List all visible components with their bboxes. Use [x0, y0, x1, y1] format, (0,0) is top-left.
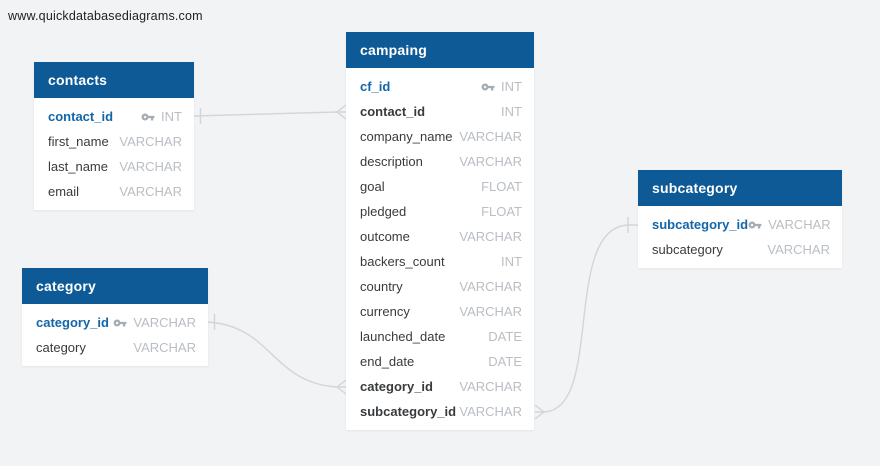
watermark: www.quickdatabasediagrams.com — [8, 9, 203, 23]
field-row-cf_id[interactable]: cf_id INT — [346, 74, 534, 99]
field-name: end_date — [360, 354, 415, 369]
table-title: campaing — [360, 42, 427, 58]
field-type: INT — [161, 109, 182, 124]
field-name: subcategory_id — [360, 404, 457, 419]
field-row-subcategory[interactable]: subcategory VARCHAR — [638, 237, 842, 262]
field-row-country[interactable]: country VARCHAR — [346, 274, 534, 299]
field-type: VARCHAR — [119, 159, 182, 174]
table-title: category — [36, 278, 96, 294]
field-type: VARCHAR — [459, 379, 522, 394]
field-type: DATE — [488, 354, 522, 369]
field-type: VARCHAR — [459, 304, 522, 319]
field-name: goal — [360, 179, 385, 194]
field-row-description[interactable]: description VARCHAR — [346, 149, 534, 174]
field-type: VARCHAR — [459, 154, 522, 169]
field-type: VARCHAR — [768, 217, 831, 232]
field-type: VARCHAR — [459, 229, 522, 244]
relationship-contacts-campaing[interactable] — [193, 104, 347, 124]
field-row-pledged[interactable]: pledged FLOAT — [346, 199, 534, 224]
field-row-contact_id[interactable]: contact_id INT — [346, 99, 534, 124]
field-type: VARCHAR — [459, 404, 522, 419]
key-icon — [113, 316, 127, 330]
key-icon — [748, 218, 762, 232]
field-row-category_id[interactable]: category_id VARCHAR — [346, 374, 534, 399]
field-type: VARCHAR — [119, 134, 182, 149]
field-name: company_name — [360, 129, 453, 144]
field-row-category_id[interactable]: category_id VARCHAR — [22, 310, 208, 335]
field-type: DATE — [488, 329, 522, 344]
table-title: subcategory — [652, 180, 738, 196]
field-row-goal[interactable]: goal FLOAT — [346, 174, 534, 199]
field-type: INT — [501, 104, 522, 119]
field-row-email[interactable]: email VARCHAR — [34, 179, 194, 204]
field-name: contact_id — [48, 109, 114, 124]
field-row-launched_date[interactable]: launched_date DATE — [346, 324, 534, 349]
table-header[interactable]: contacts — [34, 62, 194, 98]
field-row-company_name[interactable]: company_name VARCHAR — [346, 124, 534, 149]
key-icon — [141, 110, 155, 124]
field-row-contact_id[interactable]: contact_id INT — [34, 104, 194, 129]
field-type: INT — [501, 254, 522, 269]
field-name: currency — [360, 304, 410, 319]
field-type: FLOAT — [481, 179, 522, 194]
field-name: category_id — [36, 315, 109, 330]
field-name: subcategory_id — [652, 217, 749, 232]
field-name: contact_id — [360, 104, 426, 119]
field-type: FLOAT — [481, 204, 522, 219]
field-type: VARCHAR — [133, 315, 196, 330]
field-name: category_id — [360, 379, 433, 394]
table-title: contacts — [48, 72, 108, 88]
field-row-backers_count[interactable]: backers_count INT — [346, 249, 534, 274]
field-type: VARCHAR — [767, 242, 830, 257]
relationship-category-campaing[interactable] — [207, 314, 347, 395]
field-name: cf_id — [360, 79, 391, 94]
field-name: launched_date — [360, 329, 446, 344]
field-name: outcome — [360, 229, 410, 244]
field-row-first_name[interactable]: first_name VARCHAR — [34, 129, 194, 154]
field-name: pledged — [360, 204, 407, 219]
key-icon — [481, 80, 495, 94]
field-name: backers_count — [360, 254, 445, 269]
field-type: VARCHAR — [459, 129, 522, 144]
field-row-outcome[interactable]: outcome VARCHAR — [346, 224, 534, 249]
relationship-subcategory-campaing[interactable] — [534, 217, 638, 420]
field-name: description — [360, 154, 423, 169]
field-row-subcategory_id[interactable]: subcategory_id VARCHAR — [638, 212, 842, 237]
field-name: last_name — [48, 159, 108, 174]
field-row-currency[interactable]: currency VARCHAR — [346, 299, 534, 324]
field-type: INT — [501, 79, 522, 94]
field-name: first_name — [48, 134, 109, 149]
field-row-end_date[interactable]: end_date DATE — [346, 349, 534, 374]
table-header[interactable]: subcategory — [638, 170, 842, 206]
field-name: country — [360, 279, 403, 294]
field-name: email — [48, 184, 80, 199]
field-name: category — [36, 340, 86, 355]
table-header[interactable]: campaing — [346, 32, 534, 68]
field-name: subcategory — [652, 242, 723, 257]
field-row-category[interactable]: category VARCHAR — [22, 335, 208, 360]
field-type: VARCHAR — [459, 279, 522, 294]
field-type: VARCHAR — [119, 184, 182, 199]
field-row-last_name[interactable]: last_name VARCHAR — [34, 154, 194, 179]
field-type: VARCHAR — [133, 340, 196, 355]
table-header[interactable]: category — [22, 268, 208, 304]
